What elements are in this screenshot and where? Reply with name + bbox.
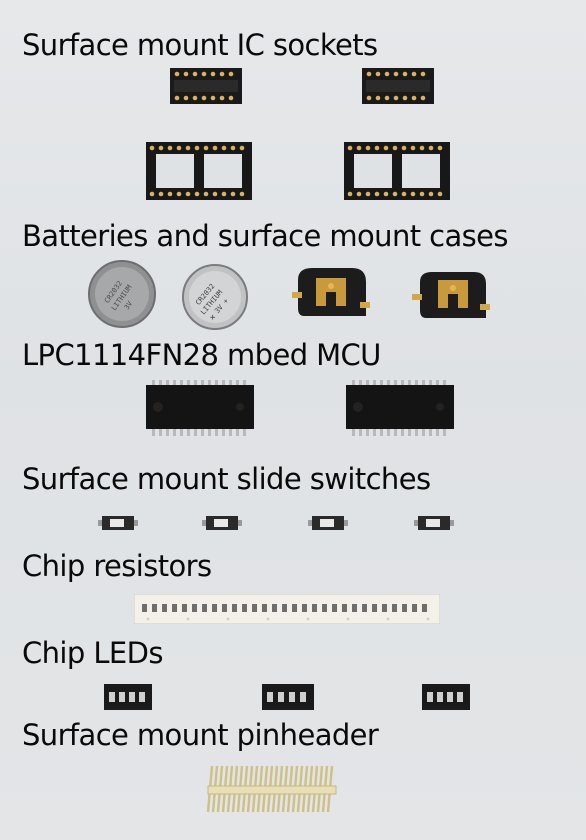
mcu-chip-right bbox=[346, 380, 454, 436]
slide-switch-2 bbox=[202, 516, 242, 530]
chip-resistor-tape bbox=[134, 594, 440, 624]
coin-battery-left: CR2032 LITHIUM 3V bbox=[88, 260, 156, 328]
heading-batteries: Batteries and surface mount cases bbox=[22, 219, 508, 253]
heading-chip-leds: Chip LEDs bbox=[22, 636, 163, 670]
ic-socket-large-right bbox=[344, 142, 450, 200]
slide-switch-3 bbox=[308, 516, 348, 530]
heading-ic-sockets: Surface mount IC sockets bbox=[22, 28, 378, 62]
chip-led-strip-2 bbox=[262, 684, 314, 710]
ic-socket-large-left bbox=[146, 142, 252, 200]
battery-case-right bbox=[412, 272, 490, 318]
chip-led-strip-1 bbox=[104, 684, 152, 710]
heading-pinheader: Surface mount pinheader bbox=[22, 718, 379, 752]
coin-battery-right: CR2032 LITHIUM 3V + + bbox=[182, 264, 248, 330]
svg-text:+: + bbox=[210, 313, 216, 323]
ic-socket-small-left bbox=[170, 68, 242, 104]
slide-switch-4 bbox=[414, 516, 454, 530]
pinheader-strip bbox=[206, 765, 337, 813]
chip-led-strip-3 bbox=[422, 684, 470, 710]
heading-slide-switches: Surface mount slide switches bbox=[22, 462, 431, 496]
svg-text:3V: 3V bbox=[123, 299, 135, 311]
mcu-chip-left bbox=[146, 380, 254, 436]
heading-chip-resistors: Chip resistors bbox=[22, 549, 212, 583]
heading-mcu: LPC1114FN28 mbed MCU bbox=[22, 338, 381, 372]
ic-socket-small-right bbox=[362, 68, 434, 104]
slide-switch-1 bbox=[98, 516, 138, 530]
battery-case-left bbox=[292, 268, 370, 316]
